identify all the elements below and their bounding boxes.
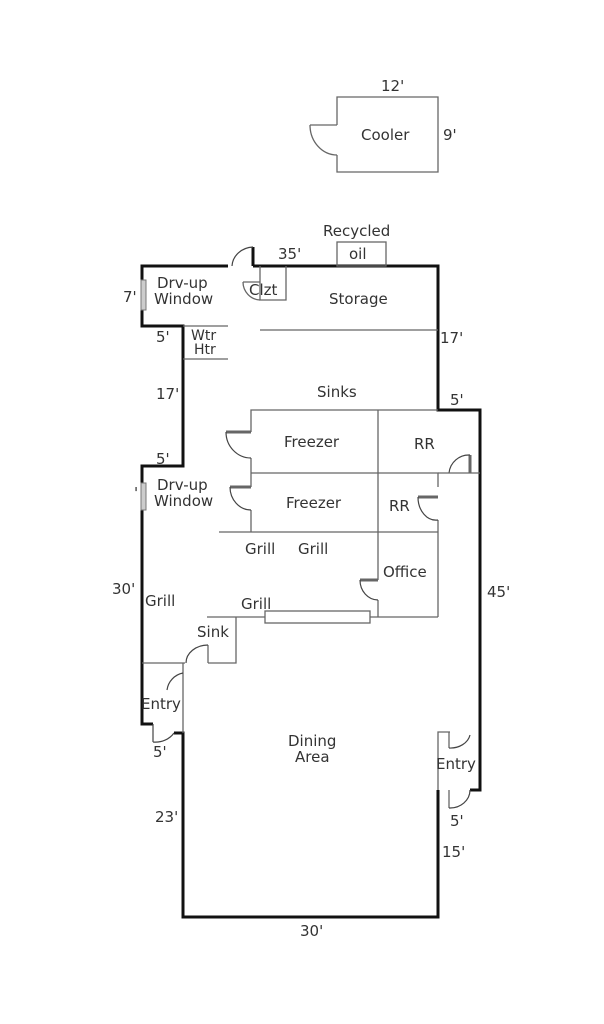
dim-right-step: 5' — [450, 391, 464, 409]
dim-right-entry: 5' — [450, 812, 464, 830]
rr-2-label: RR — [389, 497, 410, 515]
grill-4-label: Grill — [241, 595, 271, 613]
exterior-walls — [140, 246, 482, 919]
wtr-label: Wtr — [191, 328, 216, 344]
dining-label-1: Dining — [288, 732, 336, 750]
dim-left-window: 7' — [123, 288, 137, 306]
dim-top: 35' — [278, 245, 301, 263]
rear-door — [231, 246, 254, 267]
grill-3-label: Grill — [145, 592, 175, 610]
dining-label-2: Area — [295, 748, 330, 766]
clzt-label: Clzt — [249, 281, 278, 299]
drive-up-top-label-1: Drv-up — [157, 274, 208, 292]
cooler-door — [309, 124, 338, 156]
dim-right-15: 15' — [442, 843, 465, 861]
interior-walls — [142, 241, 480, 809]
freezer-2-label: Freezer — [286, 494, 342, 512]
grill-1-label: Grill — [245, 540, 275, 558]
office-label: Office — [383, 563, 427, 581]
entry-left-label: Entry — [141, 695, 181, 713]
dimension-labels: 35' 7' 5' 17' 5' ' 30' 5' 23' 17' 5' 45'… — [112, 245, 510, 940]
storage-label: Storage — [329, 290, 388, 308]
cooler-width-dim: 12' — [381, 77, 404, 95]
freezer-1-label: Freezer — [284, 433, 340, 451]
cooler-label: Cooler — [361, 126, 410, 144]
drive-up-window-top-glass — [140, 279, 147, 311]
recycled-oil-bin — [336, 241, 387, 267]
drive-up-mid-label-2: Window — [154, 492, 213, 510]
dim-left-entry: 5' — [153, 743, 167, 761]
dim-right-17: 17' — [440, 329, 463, 347]
sink-label: Sink — [197, 623, 229, 641]
cooler-depth-dim: 9' — [443, 126, 457, 144]
dim-left-step-top: 5' — [156, 328, 170, 346]
grill-2-label: Grill — [298, 540, 328, 558]
htr-label: Htr — [194, 342, 216, 358]
dim-left-17: 17' — [156, 385, 179, 403]
oil-label: oil — [349, 245, 367, 263]
service-counter — [264, 610, 371, 624]
cooler: Cooler 12' 9' — [309, 77, 457, 173]
dim-left-step-mid: 5' — [156, 450, 170, 468]
drive-up-window-mid-glass — [140, 482, 147, 511]
drive-up-mid-label-1: Drv-up — [157, 476, 208, 494]
dim-bottom: 30' — [300, 922, 323, 940]
drive-up-top-label-2: Window — [154, 290, 213, 308]
dim-left-tick: ' — [134, 484, 138, 502]
room-labels: Recycled oil Clzt Storage Drv-up Window … — [141, 222, 476, 773]
recycled-label: Recycled — [323, 222, 390, 240]
rr-1-label: RR — [414, 435, 435, 453]
dim-left-23: 23' — [155, 808, 178, 826]
sinks-label: Sinks — [317, 383, 357, 401]
dim-left-30: 30' — [112, 580, 135, 598]
entry-right-label: Entry — [436, 755, 476, 773]
dim-right-45: 45' — [487, 583, 510, 601]
